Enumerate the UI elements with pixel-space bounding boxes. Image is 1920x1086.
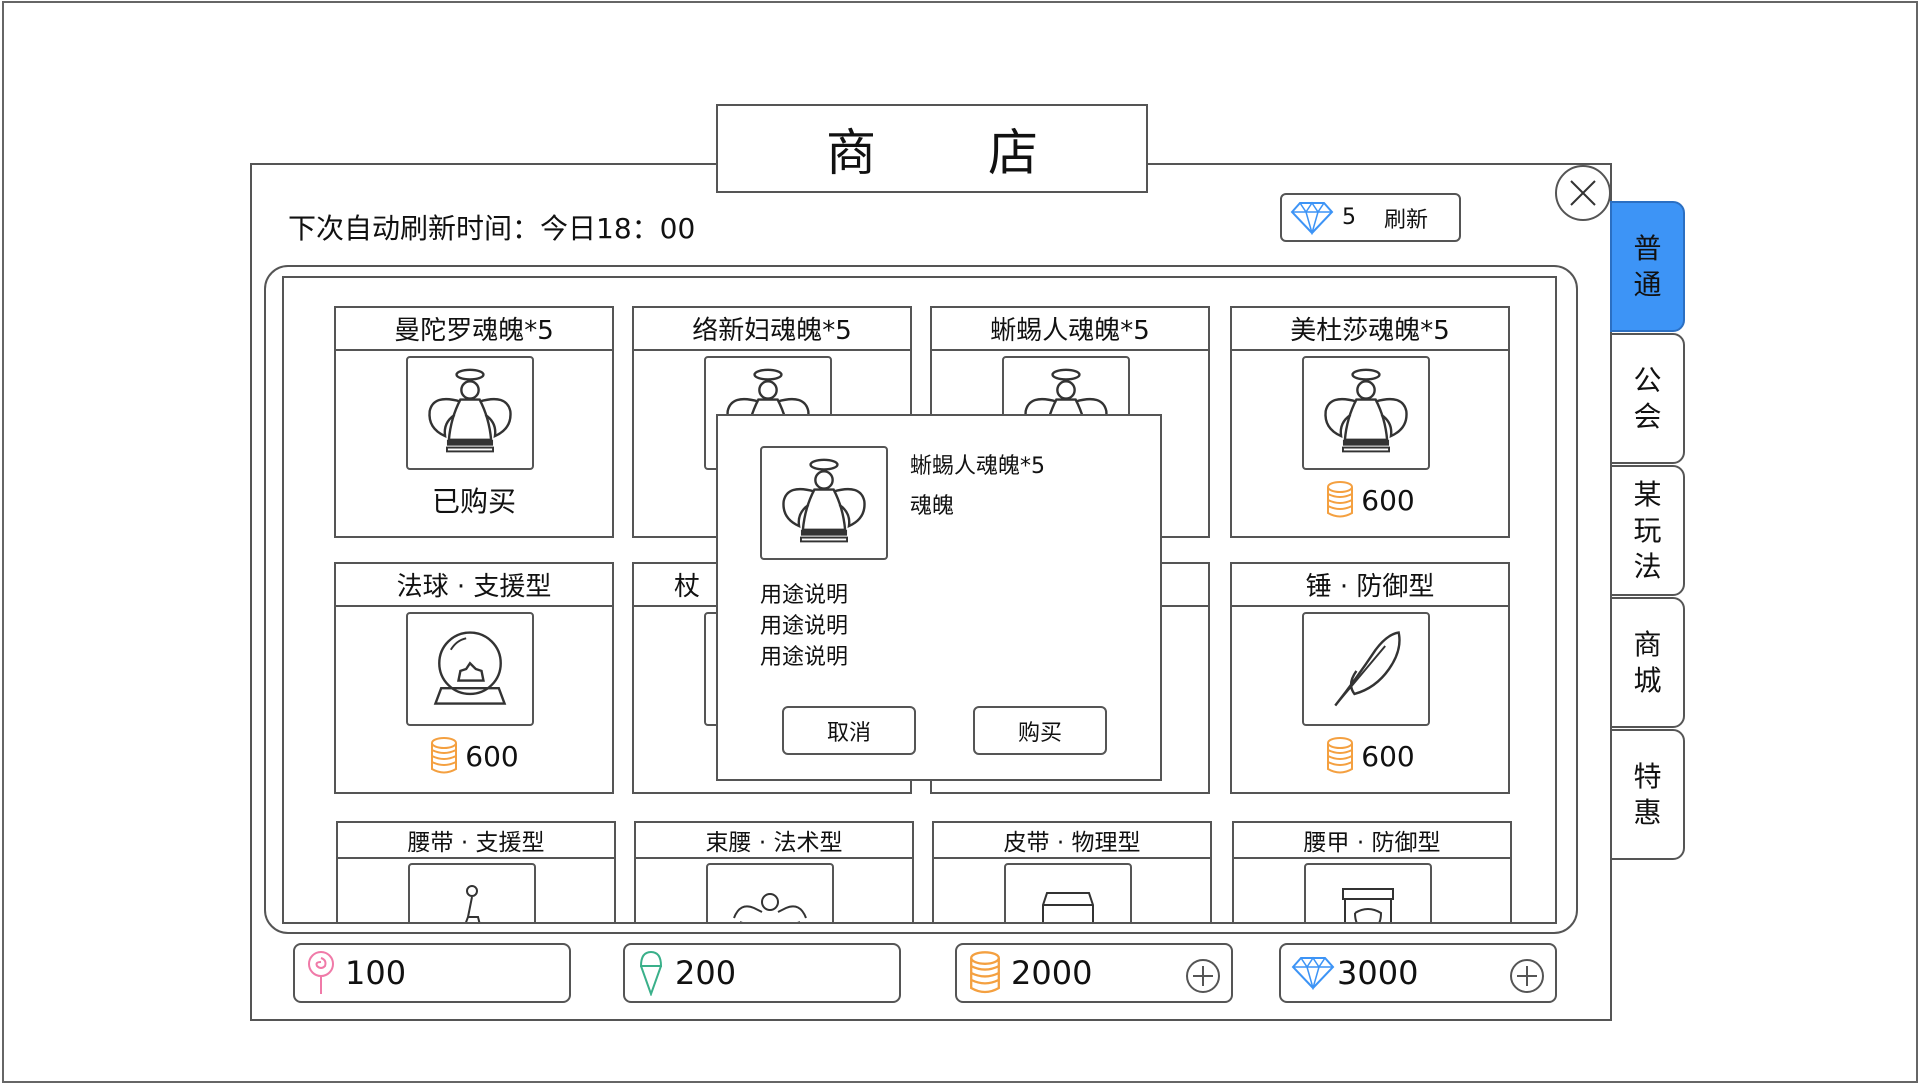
feather-icon (1318, 621, 1414, 717)
item-name: 皮带 · 物理型 (934, 823, 1210, 859)
item-name: 腰带 · 支援型 (338, 823, 614, 859)
shop-title: 商 店 (716, 104, 1148, 193)
crystal-ball-icon (422, 621, 518, 717)
item-name: 美杜莎魂魄*5 (1232, 308, 1508, 351)
description-line: 用途说明 (760, 583, 849, 608)
currency-value: 100 (345, 954, 407, 992)
shop-item-card[interactable]: 皮带 · 物理型 (932, 821, 1212, 922)
coin-icon (429, 736, 459, 776)
shop-item-card[interactable]: 腰甲 · 防御型 (1232, 821, 1512, 922)
item-name: 蜥蜴人魂魄*5 (932, 308, 1208, 351)
tab-normal[interactable]: 普通 (1610, 201, 1685, 332)
tab-label: 特惠 (1633, 759, 1662, 829)
shop-item-card[interactable]: 束腰 · 法术型 (634, 821, 914, 922)
close-icon (1570, 180, 1596, 206)
refresh-time-text: 下次自动刷新时间：今日18：00 (288, 212, 696, 245)
ice-cream-icon (639, 950, 663, 996)
dialog-item-type: 魂魄 (910, 494, 955, 519)
belt-icon (465, 885, 481, 922)
diamond-icon (1290, 201, 1334, 235)
lollipop-icon (308, 951, 334, 994)
add-diamond-button[interactable] (1509, 958, 1545, 994)
item-name: 锤 · 防御型 (1232, 564, 1508, 607)
coin-icon (1325, 736, 1355, 776)
currency-value: 2000 (1011, 954, 1093, 992)
coin-icon (967, 950, 1003, 996)
cancel-button[interactable]: 取消 (782, 706, 916, 755)
angel-icon (776, 455, 872, 551)
tab-mall[interactable]: 商城 (1610, 597, 1685, 728)
shop-item-card[interactable]: 曼陀罗魂魄*5 已购买 (334, 306, 614, 538)
currency-lollipop: 100 (293, 943, 571, 1003)
item-name: 曼陀罗魂魄*5 (336, 308, 612, 351)
tab-special-offer[interactable]: 特惠 (1610, 729, 1685, 860)
item-price: 600 (465, 739, 519, 773)
tab-game-mode[interactable]: 某玩法 (1610, 465, 1685, 596)
tab-label: 某玩法 (1633, 477, 1662, 583)
dialog-description: 用途说明 用途说明 用途说明 (760, 580, 848, 673)
refresh-label: 刷新 (1384, 207, 1429, 233)
milk-icon (1042, 892, 1094, 922)
currency-coin: 2000 (955, 943, 1233, 1003)
angel-icon (1318, 365, 1414, 461)
item-price: 600 (1361, 739, 1415, 773)
currency-ice-cream: 200 (623, 943, 901, 1003)
description-line: 用途说明 (760, 614, 849, 639)
shop-item-card[interactable]: 美杜莎魂魄*5 600 (1230, 306, 1510, 538)
shop-item-card[interactable]: 腰带 · 支援型 (336, 821, 616, 922)
purchase-dialog: 蜥蜴人魂魄*5 魂魄 用途说明 用途说明 用途说明 取消 购买 (716, 414, 1162, 781)
description-line: 用途说明 (760, 645, 849, 670)
coin-icon (1325, 480, 1355, 520)
item-status: 已购买 (431, 485, 516, 518)
currency-value: 3000 (1337, 954, 1419, 992)
item-name: 络新妇魂魄*5 (634, 308, 910, 351)
item-name-partial: 杖 (673, 572, 700, 602)
angel-icon (422, 365, 518, 461)
jar-icon (1342, 888, 1394, 922)
item-list-frame (264, 265, 1578, 934)
tab-guild[interactable]: 公会 (1610, 333, 1685, 464)
add-coin-button[interactable] (1185, 958, 1221, 994)
item-name: 腰甲 · 防御型 (1234, 823, 1510, 859)
shop-item-card[interactable]: 锤 · 防御型 600 (1230, 562, 1510, 794)
close-button[interactable] (1555, 165, 1611, 221)
tab-label: 普通 (1633, 231, 1662, 301)
currency-diamond: 3000 (1279, 943, 1557, 1003)
currency-value: 200 (675, 954, 737, 992)
muscle-icon (733, 893, 807, 922)
diamond-icon (1291, 956, 1335, 990)
tab-label: 公会 (1633, 363, 1662, 433)
refresh-cost: 5 (1342, 205, 1356, 230)
item-price: 600 (1361, 483, 1415, 517)
tab-label: 商城 (1633, 627, 1662, 697)
shop-item-card[interactable]: 法球 · 支援型 600 (334, 562, 614, 794)
refresh-button[interactable]: 5 刷新 (1280, 193, 1461, 242)
buy-button[interactable]: 购买 (973, 706, 1107, 755)
dialog-item-name: 蜥蜴人魂魄*5 (910, 454, 1045, 479)
item-name: 法球 · 支援型 (336, 564, 612, 607)
item-name: 束腰 · 法术型 (636, 823, 912, 859)
